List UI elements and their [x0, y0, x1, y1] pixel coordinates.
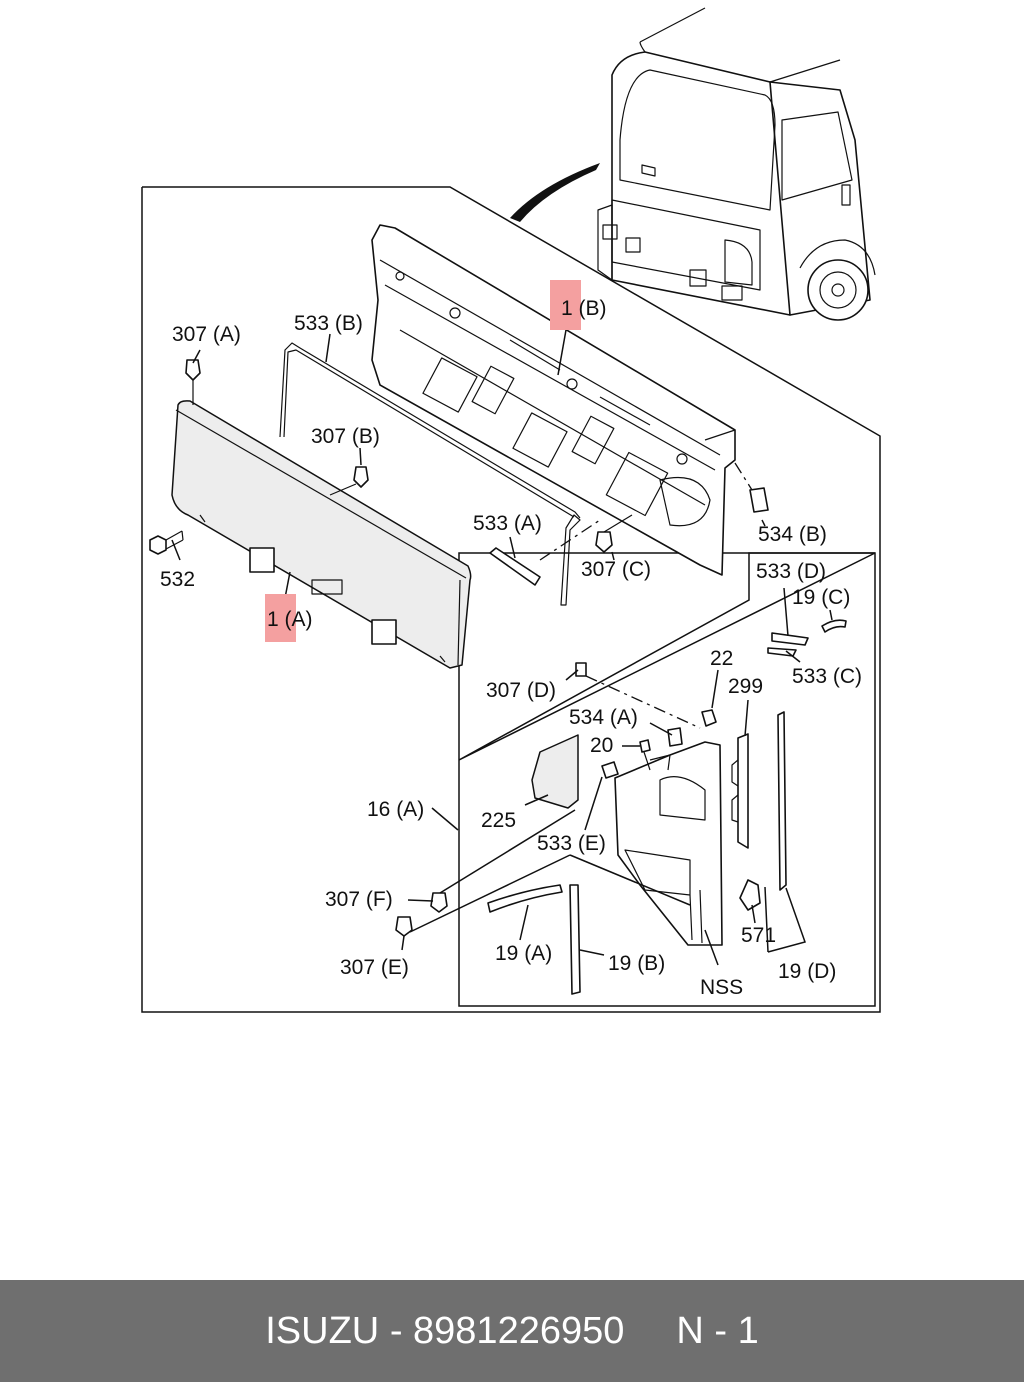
label-19b: 19 (B) [608, 952, 665, 975]
label-nss: NSS [700, 976, 743, 999]
label-307d: 307 (D) [486, 679, 556, 702]
label-299: 299 [728, 675, 763, 698]
screw-20 [639, 739, 651, 771]
panel-225 [531, 734, 579, 809]
highlight-1a [265, 594, 296, 642]
label-307f: 307 (F) [325, 888, 393, 911]
label-307a: 307 (A) [172, 323, 241, 346]
detail-frame-top [458, 552, 876, 761]
footer-part-number: 8981226950 [413, 1309, 625, 1352]
label-307e: 307 (E) [340, 956, 409, 979]
label-534a: 534 (A) [569, 706, 638, 729]
label-225: 225 [481, 809, 516, 832]
fastener-307a [185, 359, 201, 405]
label-534b: 534 (B) [758, 523, 827, 546]
frame-outline [141, 186, 881, 1013]
label-533d: 533 (D) [756, 560, 826, 583]
label-19c: 19 (C) [792, 586, 850, 609]
clip-533e [601, 761, 619, 779]
seal-533a [560, 514, 581, 606]
part-533d-19c [767, 619, 847, 657]
side-panel-16a [614, 741, 723, 946]
seal-19d [777, 711, 787, 891]
footer-page: N - 1 [676, 1309, 759, 1352]
upper-panel [371, 224, 736, 576]
detail-frame [458, 552, 876, 1007]
front-grille-panel [171, 400, 472, 669]
truck-illustration [510, 7, 876, 321]
footer-brand: ISUZU [265, 1309, 380, 1352]
fastener-307e [395, 916, 413, 937]
fastener-307f [430, 892, 448, 913]
seal-19b [569, 884, 581, 995]
bolt-532 [149, 530, 184, 555]
grommet-571 [739, 879, 761, 911]
fastener-307b [329, 466, 369, 496]
label-1a: 1 (A) [267, 608, 313, 631]
label-307c: 307 (C) [581, 558, 651, 581]
strip-533a [489, 547, 541, 586]
bolt-22 [701, 709, 717, 727]
label-533b: 533 (B) [294, 312, 363, 335]
highlight-1b [550, 280, 581, 330]
seal-533b [279, 342, 581, 519]
clip-534a [667, 727, 683, 747]
label-532: 532 [160, 568, 195, 591]
label-1b: 1 (B) [561, 297, 607, 320]
label-16a: 16 (A) [367, 798, 424, 821]
clip-534b [734, 462, 769, 513]
label-533e: 533 (E) [537, 832, 606, 855]
footer-separator: - [389, 1309, 403, 1352]
seal-19a [487, 884, 563, 913]
label-19d: 19 (D) [778, 960, 836, 983]
label-22: 22 [710, 647, 733, 670]
parts-diagram: 307 (A) 533 (B) 1 (B) 307 (B) 532 1 (A) … [141, 7, 881, 1013]
label-20: 20 [590, 734, 613, 757]
fastener-307c [595, 514, 633, 553]
label-19a: 19 (A) [495, 942, 552, 965]
footer-bar: ISUZU - 8981226950 N - 1 [0, 1280, 1024, 1382]
label-571: 571 [741, 924, 776, 947]
bracket-299 [731, 733, 749, 849]
label-533a: 533 (A) [473, 512, 542, 535]
label-533c: 533 (C) [792, 665, 862, 688]
label-307b: 307 (B) [311, 425, 380, 448]
